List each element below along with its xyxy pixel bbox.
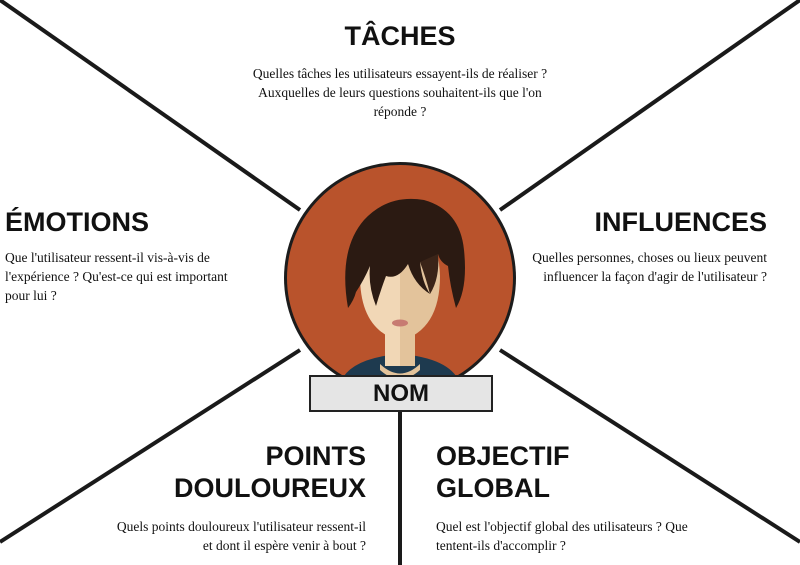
persona-name-label: NOM — [309, 375, 493, 412]
section-objectif-global: OBJECTIF GLOBAL Quel est l'objectif glob… — [436, 440, 716, 555]
section-title-emotions: ÉMOTIONS — [5, 207, 150, 237]
section-emotions: ÉMOTIONS Que l'utilisateur ressent-il vi… — [5, 206, 255, 305]
section-title-influences: INFLUENCES — [594, 207, 767, 237]
divider-line-bottom-left — [0, 348, 302, 544]
section-title-objectif-global: OBJECTIF GLOBAL — [436, 441, 570, 504]
section-desc-taches: Quelles tâches les utilisateurs essayent… — [252, 66, 548, 120]
divider-line-top-right — [498, 0, 800, 212]
section-desc-objectif-global: Quel est l'objectif global des utilisate… — [436, 518, 688, 553]
section-desc-influences: Quelles personnes, choses ou lieux peuve… — [532, 250, 767, 285]
section-taches: TÂCHES Quelles tâches les utilisateurs e… — [250, 20, 550, 121]
divider-line-top-left — [0, 0, 302, 212]
section-title-taches: TÂCHES — [344, 21, 456, 51]
mouth — [392, 319, 408, 327]
section-desc-emotions: Que l'utilisateur ressent-il vis-à-vis d… — [5, 250, 228, 304]
section-desc-points-douloureux: Quels points douloureux l'utilisateur re… — [116, 518, 366, 553]
section-points-douloureux: POINTS DOULOUREUX Quels points douloureu… — [110, 440, 366, 555]
divider-line-bottom-right — [498, 348, 800, 544]
persona-name-text: NOM — [373, 379, 429, 407]
section-title-points-douloureux: POINTS DOULOUREUX — [173, 441, 366, 504]
section-influences: INFLUENCES Quelles personnes, choses ou … — [530, 206, 767, 286]
person-avatar-icon — [284, 162, 516, 394]
hair — [345, 198, 465, 308]
